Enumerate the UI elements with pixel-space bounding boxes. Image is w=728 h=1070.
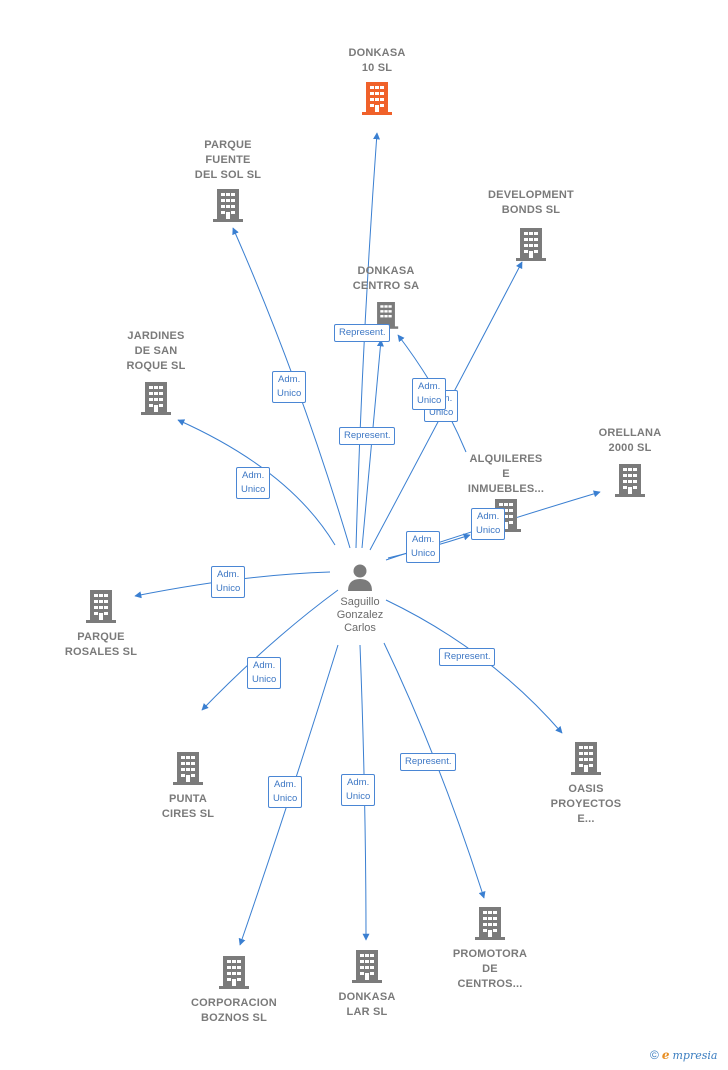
company-orellana[interactable]: ORELLANA 2000 SL: [590, 426, 670, 498]
company-label: DONKASA LAR SL: [338, 991, 396, 1018]
company-corporacion[interactable]: CORPORACION BOZNOS SL: [180, 954, 288, 1026]
company-label: PUNTA CIRES SL: [161, 793, 215, 820]
relation-label[interactable]: Adm. Unico: [268, 776, 303, 808]
company-label: PARQUE FUENTE DEL SOL SL: [194, 139, 262, 181]
building-icon: [219, 956, 249, 989]
building-icon: [141, 382, 171, 415]
edge-jardines: [177, 419, 336, 546]
company-label: PROMOTORA DE CENTROS...: [452, 948, 528, 990]
company-promotora[interactable]: PROMOTORA DE CENTROS...: [444, 905, 536, 992]
relation-label[interactable]: Represent.: [334, 324, 391, 342]
person-icon: [348, 564, 372, 591]
company-donkasacentro[interactable]: DONKASA CENTRO SA: [343, 264, 429, 330]
relation-label[interactable]: Adm. Unico: [412, 378, 447, 410]
relation-label[interactable]: Adm. Unico: [406, 531, 441, 563]
building-icon: [86, 590, 116, 623]
person-node[interactable]: Saguillo Gonzalez Carlos: [330, 562, 390, 635]
company-oasis[interactable]: OASIS PROYECTOS E...: [540, 740, 632, 827]
building-icon: [213, 189, 243, 222]
brand-rest: mpresia: [672, 1048, 718, 1062]
relation-label[interactable]: Adm. Unico: [341, 774, 376, 806]
company-label: OASIS PROYECTOS E...: [550, 783, 622, 825]
building-icon: [615, 464, 645, 497]
company-punta[interactable]: PUNTA CIRES SL: [142, 750, 234, 822]
relation-label[interactable]: Represent.: [439, 648, 496, 666]
company-label: ALQUILERES E INMUEBLES...: [467, 453, 545, 495]
relation-label[interactable]: Adm. Unico: [236, 467, 271, 499]
company-parquefuente[interactable]: PARQUE FUENTE DEL SOL SL: [180, 138, 276, 223]
relation-label[interactable]: Represent.: [400, 753, 457, 771]
company-label: JARDINES DE SAN ROQUE SL: [126, 330, 186, 372]
relation-label[interactable]: Adm. Unico: [272, 371, 307, 403]
company-label: ORELLANA 2000 SL: [598, 427, 662, 454]
edge-oasis: [385, 599, 563, 734]
company-parquerosales[interactable]: PARQUE ROSALES SL: [55, 588, 147, 660]
relation-label[interactable]: Adm. Unico: [247, 657, 282, 689]
building-icon: [352, 950, 382, 983]
company-development[interactable]: DEVELOPMENT BONDS SL: [475, 188, 587, 262]
building-icon-highlight: [362, 82, 392, 115]
building-icon: [173, 752, 203, 785]
relation-label[interactable]: Adm. Unico: [211, 566, 246, 598]
copyright-symbol: ©: [650, 1048, 659, 1062]
person-name: Saguillo Gonzalez Carlos: [336, 596, 384, 634]
company-label: PARQUE ROSALES SL: [64, 631, 138, 658]
company-jardines[interactable]: JARDINES DE SAN ROQUE SL: [110, 329, 202, 416]
company-label: DONKASA CENTRO SA: [352, 265, 420, 292]
edge-punta: [201, 589, 339, 711]
company-label: CORPORACION BOZNOS SL: [191, 997, 277, 1024]
company-label: DEVELOPMENT BONDS SL: [488, 189, 574, 216]
company-donkasa10[interactable]: DONKASA 10 SL: [337, 46, 417, 116]
company-donkasalar[interactable]: DONKASA LAR SL: [322, 948, 412, 1020]
building-icon: [516, 228, 546, 261]
relation-label[interactable]: Represent.: [339, 427, 396, 445]
relation-label[interactable]: Adm. Unico: [471, 508, 506, 540]
brand-e: e: [661, 1048, 670, 1062]
building-icon: [571, 742, 601, 775]
company-label: DONKASA 10 SL: [348, 47, 406, 74]
building-icon: [475, 907, 505, 940]
